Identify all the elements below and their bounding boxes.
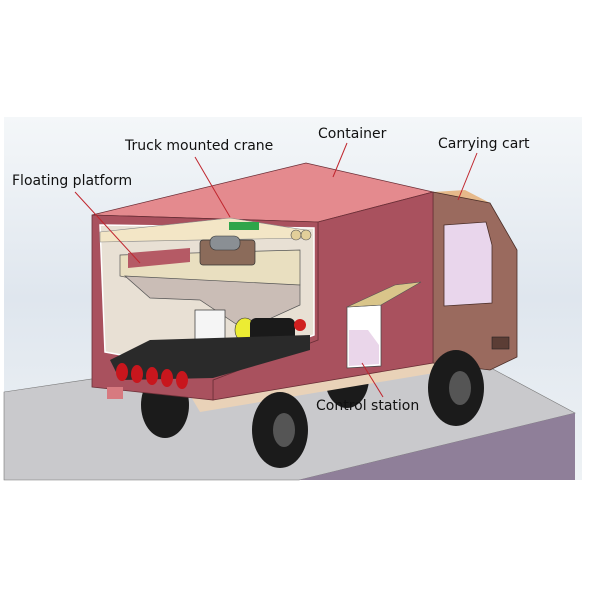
leader-carrying-cart xyxy=(457,152,478,201)
crane-drum xyxy=(209,235,241,251)
leader-container xyxy=(332,142,348,178)
red-cutter-heads xyxy=(116,363,188,389)
label-floating-platform: Floating platform xyxy=(12,173,132,189)
label-carrying-cart: Carrying cart xyxy=(438,136,530,152)
ground-side xyxy=(299,413,575,480)
crane-roller xyxy=(290,229,302,241)
container-foot xyxy=(107,387,123,399)
machinery-frame xyxy=(110,335,310,380)
label-container: Container xyxy=(318,126,387,142)
label-truck-mounted-crane: Truck mounted crane xyxy=(124,138,273,154)
leader-control-station xyxy=(361,362,384,398)
leader-floating-platform xyxy=(74,191,141,264)
wheel-front-left-hub xyxy=(273,413,295,447)
crane-green-block xyxy=(229,222,259,230)
leader-truck-mounted-crane xyxy=(194,156,231,218)
control-panel xyxy=(349,330,379,366)
chassis-underside xyxy=(190,360,440,412)
crane-roller-2 xyxy=(300,229,312,241)
platform-rim xyxy=(128,248,190,268)
wheel-front-right-hub xyxy=(449,371,471,405)
label-control-station: Control station xyxy=(316,398,419,414)
red-valve xyxy=(294,319,306,331)
cab-window xyxy=(443,221,493,307)
control-station-flap xyxy=(346,281,422,308)
cab-vent xyxy=(491,336,510,350)
